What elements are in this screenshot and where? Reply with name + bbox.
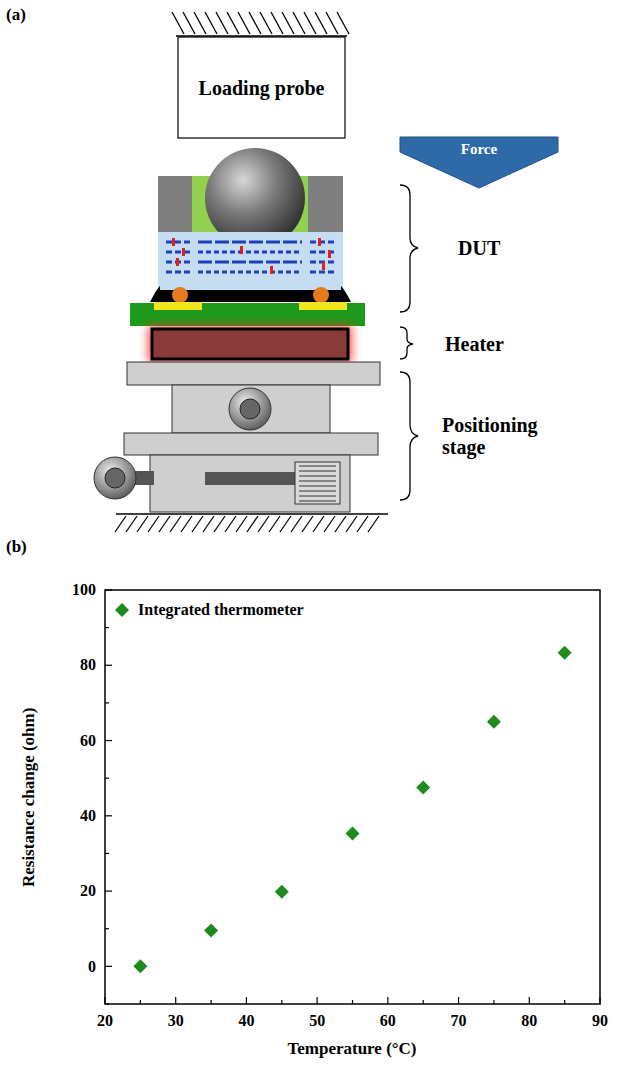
stage-block	[172, 385, 330, 433]
pad	[299, 302, 347, 310]
legend-text: Integrated thermometer	[138, 601, 304, 619]
legend-marker	[115, 603, 129, 617]
solder-bump	[172, 287, 188, 303]
data-points	[133, 646, 571, 974]
chip-wiring	[166, 238, 336, 274]
panel-label: (b)	[6, 538, 27, 557]
node-text: Force	[461, 141, 497, 158]
data-point	[275, 885, 289, 899]
node-text: Loading probe	[199, 77, 325, 99]
adjust-knob	[240, 399, 260, 419]
tick-label: 40	[80, 807, 96, 825]
lead-screw	[205, 472, 295, 485]
tick-label: 80	[80, 656, 96, 674]
tick-label: 20	[80, 882, 96, 900]
adjust-knob	[94, 457, 136, 499]
bracket	[400, 185, 418, 312]
ground	[115, 516, 379, 532]
heater	[152, 329, 348, 359]
stage-base	[150, 455, 350, 512]
fixed-support	[172, 12, 349, 34]
loading-probe-body	[178, 37, 345, 138]
heater-glow	[148, 326, 352, 362]
lead-screw	[134, 471, 154, 485]
tick-label: 30	[168, 1012, 184, 1030]
tick-label: 50	[309, 1012, 325, 1030]
adjust-knob	[229, 388, 271, 430]
bracket	[400, 372, 418, 500]
chip	[158, 232, 343, 290]
axis-title: Resistance change (ohm)	[21, 707, 40, 886]
force-arrow-label: Force	[420, 138, 538, 160]
part-label: Positioning stage	[442, 414, 567, 458]
pad	[154, 302, 202, 310]
loading-probe: Loading probe	[178, 37, 345, 138]
plot-frame	[105, 590, 600, 1004]
tick-label: 90	[592, 1012, 608, 1030]
data-point	[346, 827, 360, 841]
part-label: DUT	[458, 237, 500, 259]
data-point	[416, 781, 430, 795]
underfill	[150, 286, 351, 302]
data-point	[487, 715, 501, 729]
tick-label: 40	[238, 1012, 254, 1030]
panel-label: (a)	[6, 6, 26, 25]
tick-label: 70	[451, 1012, 467, 1030]
data-point	[133, 959, 147, 973]
data-point	[558, 646, 572, 660]
micrometer-scale	[299, 466, 336, 501]
micrometer	[295, 462, 340, 504]
tick-label: 80	[521, 1012, 537, 1030]
stage-plate	[127, 362, 380, 385]
force-arrow	[400, 137, 558, 188]
tick-label: 100	[72, 581, 96, 599]
data-point	[204, 924, 218, 938]
tick-label: 20	[97, 1012, 113, 1030]
tick-label: 60	[380, 1012, 396, 1030]
axis-ticks	[105, 590, 600, 1004]
bracket	[400, 327, 413, 359]
tick-label: 60	[80, 732, 96, 750]
part-label: Heater	[445, 333, 504, 355]
tick-label: 0	[88, 958, 96, 976]
adjust-knob	[105, 468, 125, 488]
axis-title: Temperature (°C)	[287, 1040, 416, 1059]
stage-plate	[124, 433, 378, 455]
ground-line	[116, 513, 388, 515]
solder-bump	[313, 287, 329, 303]
board	[130, 303, 365, 326]
